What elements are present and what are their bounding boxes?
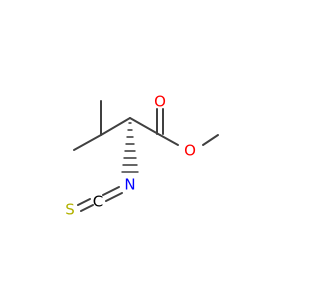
atom-nitrogen: N [124, 176, 135, 194]
bond-methyl-left [73, 134, 102, 151]
bond-n-c-double-1 [102, 186, 120, 196]
background [0, 0, 300, 300]
bond-c-s-double-1 [77, 198, 91, 206]
atom-carbon: C [93, 193, 103, 211]
bond-ester-o-methyl [202, 134, 219, 146]
bond-n-c-double-2 [105, 192, 123, 202]
atom-sulfur: S [65, 201, 75, 219]
bond-carbonyl-ester-o [159, 134, 179, 146]
bond-c-s-double-2 [80, 204, 94, 212]
bond-alpha-carbonyl [129, 117, 161, 136]
atom-carbonyl-oxygen: O [154, 93, 166, 111]
molecule-structure: O O N C S [0, 0, 300, 300]
atom-ester-oxygen: O [184, 142, 196, 160]
stereo-hash-bond [121, 122, 139, 173]
bonds [73, 100, 219, 212]
bond-isopropyl-alpha [100, 117, 131, 136]
